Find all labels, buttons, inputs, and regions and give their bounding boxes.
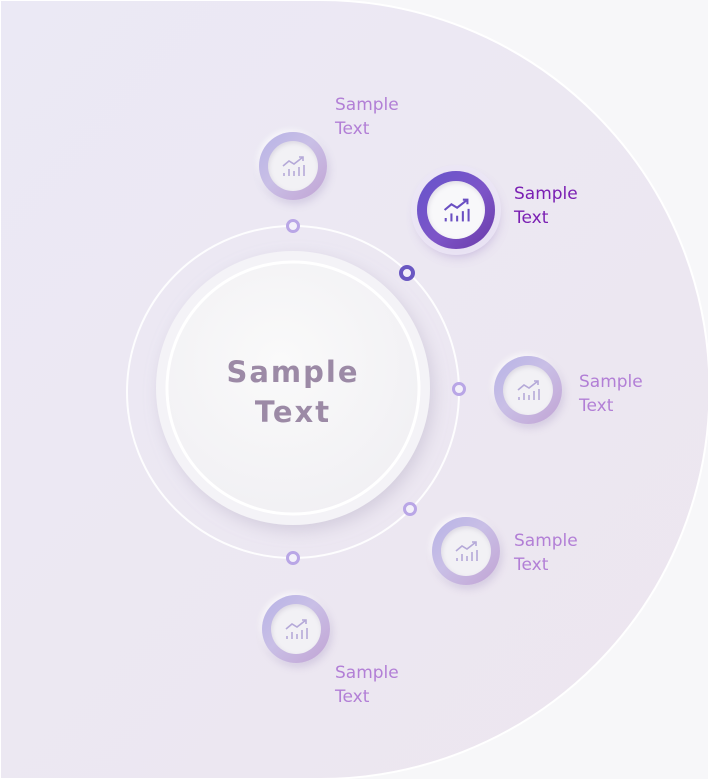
node-1-label: Sample Text bbox=[335, 93, 399, 141]
node-4-face bbox=[441, 526, 491, 576]
node-3-label: Sample Text bbox=[579, 370, 643, 418]
node-3-face bbox=[503, 365, 553, 415]
node-3-label-line1: Sample bbox=[579, 372, 643, 392]
orbit-dot-2 bbox=[399, 265, 415, 281]
node-5-label-line1: Sample bbox=[335, 663, 399, 683]
node-2-label: Sample Text bbox=[514, 182, 578, 230]
node-1-label-line2: Text bbox=[335, 119, 370, 139]
center-title: Sample Text bbox=[193, 352, 393, 432]
node-1-label-line1: Sample bbox=[335, 95, 399, 115]
orbit-dot-5 bbox=[286, 551, 300, 565]
node-5-label-line2: Text bbox=[335, 687, 370, 707]
center-disc bbox=[165, 260, 421, 516]
center-title-line2: Text bbox=[254, 395, 332, 429]
node-4-label: Sample Text bbox=[514, 529, 578, 577]
orbit-dot-4 bbox=[403, 502, 417, 516]
bar-chart-trend-icon bbox=[285, 619, 308, 639]
node-4-label-line1: Sample bbox=[514, 531, 578, 551]
node-5-label: Sample Text bbox=[335, 661, 399, 709]
node-5[interactable] bbox=[262, 595, 330, 663]
node-1-face bbox=[268, 141, 318, 191]
node-2-label-line1: Sample bbox=[514, 184, 578, 204]
node-3[interactable] bbox=[494, 356, 562, 424]
orbit-dot-3 bbox=[452, 382, 466, 396]
node-2-face bbox=[427, 181, 485, 239]
node-4[interactable] bbox=[432, 517, 500, 585]
orbit-dot-1 bbox=[286, 219, 300, 233]
node-3-label-line2: Text bbox=[579, 396, 614, 416]
bar-chart-trend-icon bbox=[455, 541, 478, 561]
bar-chart-trend-icon bbox=[282, 156, 305, 176]
node-2[interactable] bbox=[417, 171, 495, 249]
node-5-face bbox=[271, 604, 321, 654]
node-4-label-line2: Text bbox=[514, 555, 549, 575]
bar-chart-trend-icon bbox=[517, 380, 540, 400]
node-1[interactable] bbox=[259, 132, 327, 200]
node-2-label-line2: Text bbox=[514, 208, 549, 228]
bar-chart-trend-icon bbox=[443, 198, 470, 222]
center-title-line1: Sample bbox=[226, 355, 360, 389]
